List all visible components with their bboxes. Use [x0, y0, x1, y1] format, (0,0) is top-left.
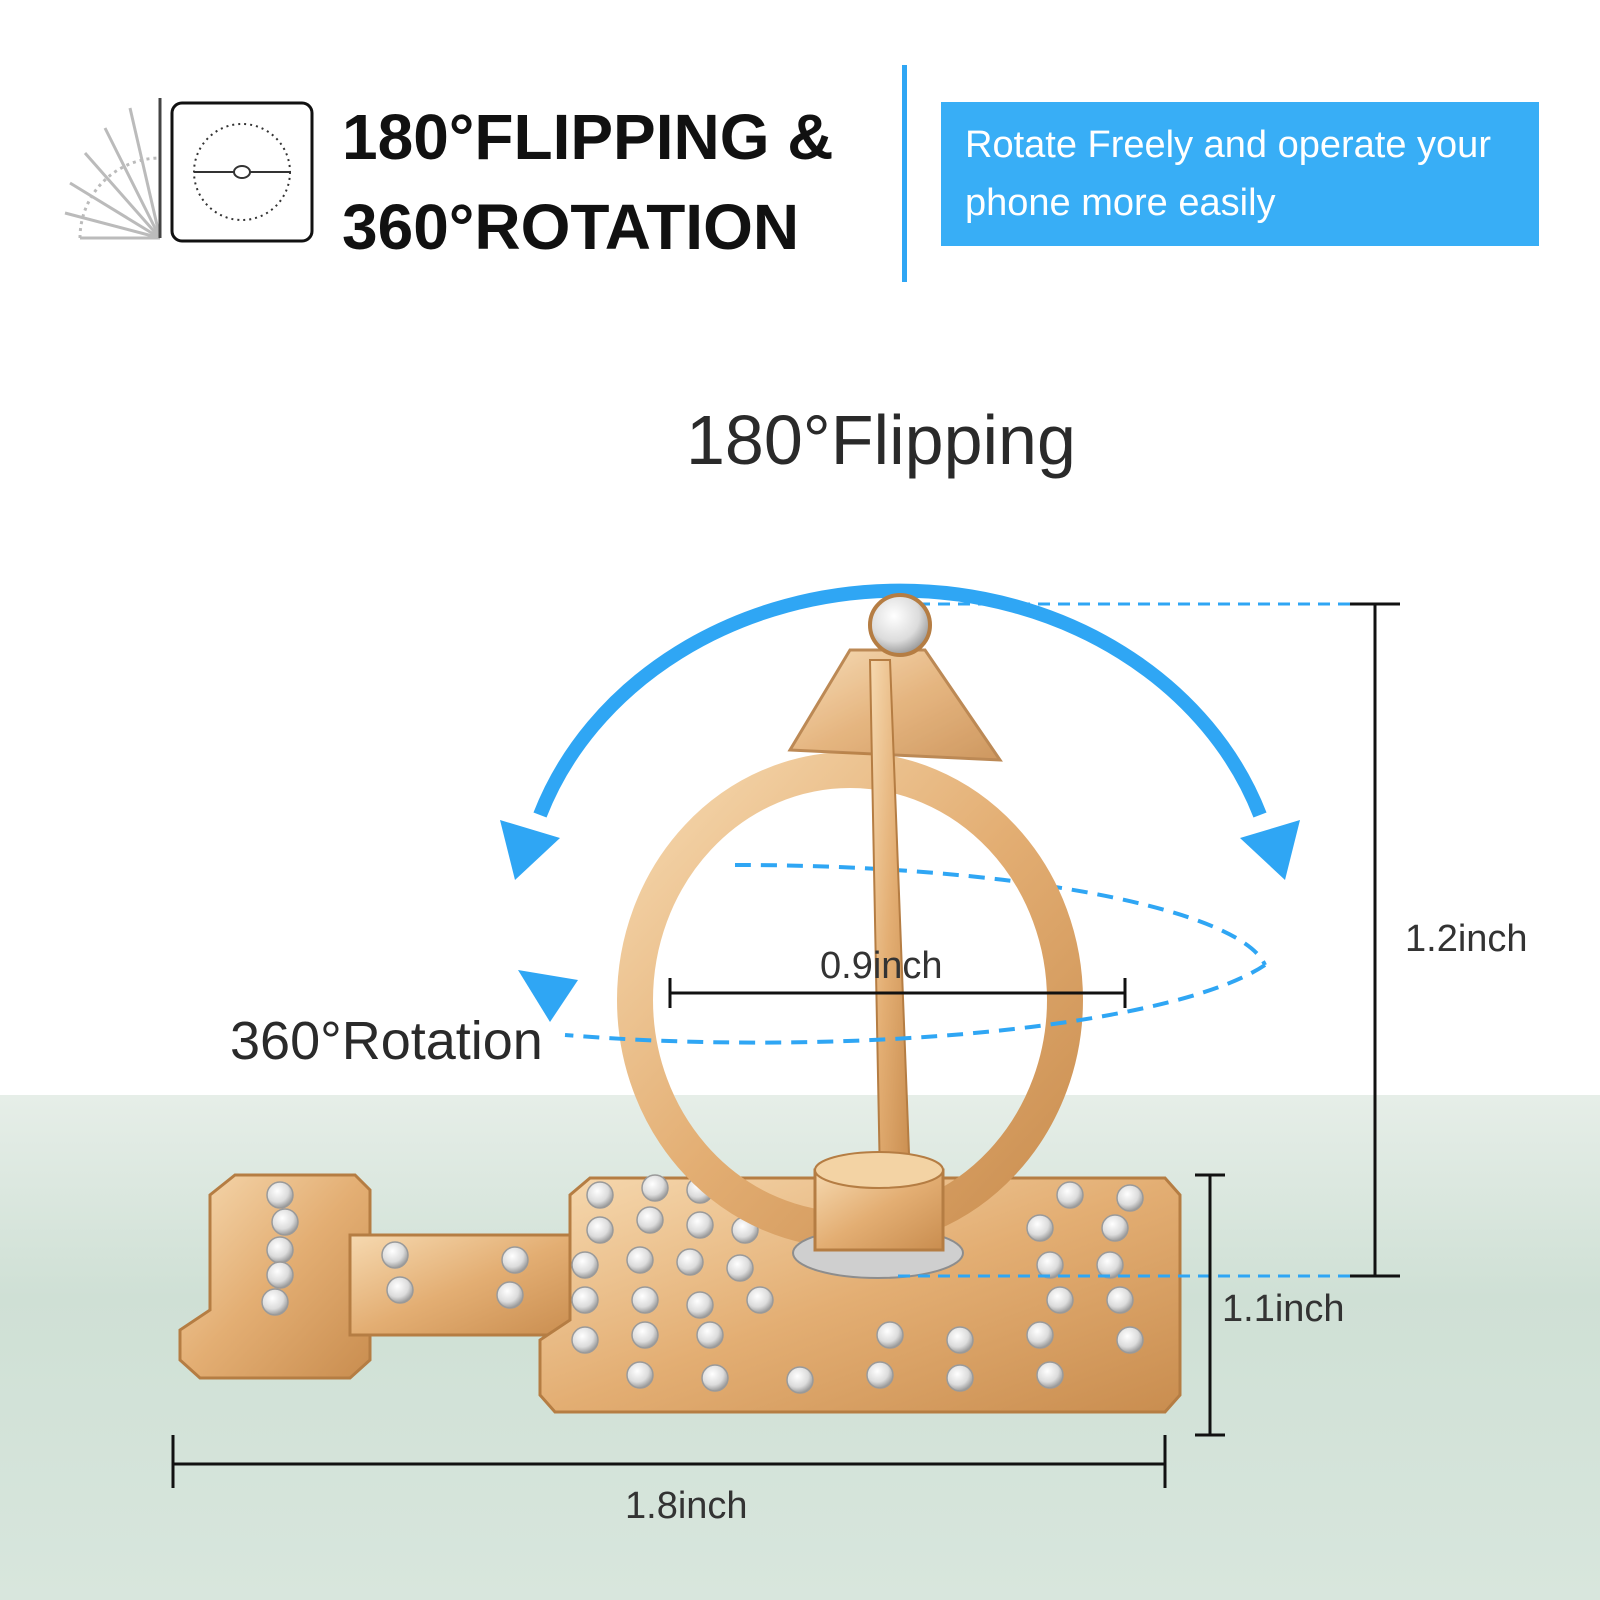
feature-callout: Rotate Freely and operate your phone mor… [941, 102, 1539, 246]
base-plate [178, 1173, 1182, 1414]
ring-diameter-label: 0.9inch [820, 945, 943, 987]
flip-arrow [500, 583, 1300, 880]
title-line-2: 360°ROTATION [342, 191, 800, 263]
base-height-label: 1.1inch [1222, 1288, 1345, 1330]
callout-text: Rotate Freely and operate your phone mor… [965, 124, 1491, 224]
total-height-label: 1.2inch [1405, 918, 1528, 960]
base-height-dimension [1195, 1173, 1225, 1437]
ring [617, 593, 1083, 1248]
total-width-label: 1.8inch [625, 1485, 748, 1527]
rhinestones [261, 1164, 1144, 1394]
title-line-1: 180°FLIPPING & [342, 101, 834, 173]
width-dimension [171, 1435, 1167, 1488]
rotation-ellipse-back [734, 862, 1267, 966]
flipping-label: 180°Flipping [686, 401, 1076, 479]
rotating-base-stem [792, 1151, 964, 1279]
height-dimension [1350, 602, 1400, 1278]
ring-diameter-dimension [668, 978, 1127, 1008]
rotation-ellipse-front [564, 963, 1267, 1045]
page-title: 180°FLIPPING & 360°ROTATION [342, 92, 834, 272]
header-divider [902, 65, 907, 282]
flip-rotate-icon [64, 98, 314, 243]
rotation-arrowhead [518, 970, 578, 1022]
rotation-label: 360°Rotation [230, 1011, 543, 1071]
